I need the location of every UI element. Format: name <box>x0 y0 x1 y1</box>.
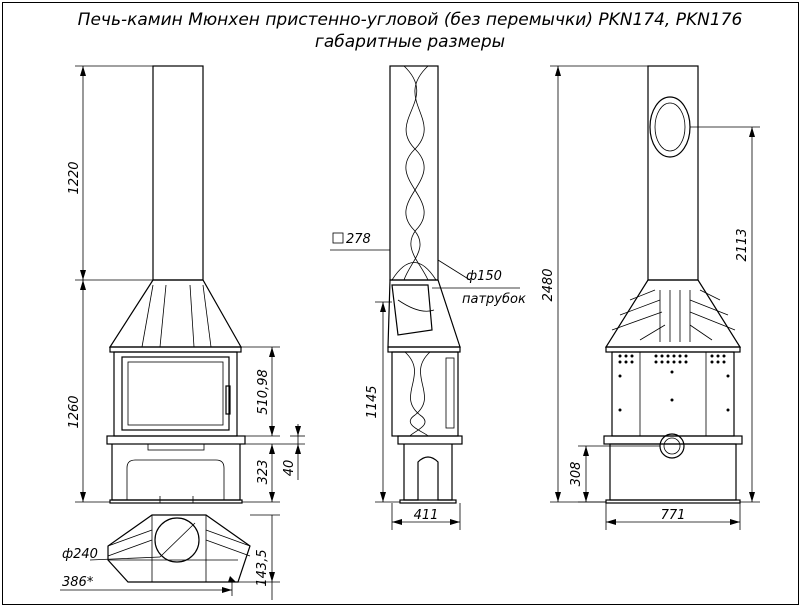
rear-dimensions <box>550 65 760 530</box>
dim-top-depth: 386* <box>62 575 94 590</box>
top-view <box>60 514 280 600</box>
side-dimensions <box>330 232 520 530</box>
dim-side-height: 1145 <box>365 385 380 418</box>
dim-front-chimney-height: 1220 <box>67 161 82 194</box>
dim-side-width: 411 <box>414 508 439 523</box>
dim-rear-bottom-outlet-height: 308 <box>569 462 584 487</box>
dim-front-base-step: 40 <box>282 460 297 477</box>
dim-side-pipe-label: патрубок <box>462 292 526 307</box>
dim-top-diameter: ф240 <box>62 547 98 562</box>
front-view <box>106 65 246 504</box>
rear-view <box>603 65 743 504</box>
dim-rear-total-height: 2480 <box>541 268 556 301</box>
title-line-2: габаритные размеры <box>315 32 505 52</box>
dim-side-pipe-diameter: ф150 <box>466 269 502 284</box>
dim-front-body-height: 1260 <box>67 395 82 428</box>
front-dimensions <box>75 65 305 503</box>
dim-rear-width: 771 <box>661 508 686 523</box>
title-line-1: Печь-камин Мюнхен пристенно-угловой (без… <box>78 10 743 30</box>
side-view <box>387 65 463 504</box>
dim-front-base-height: 323 <box>256 460 271 485</box>
dim-rear-outlet-height: 2113 <box>735 228 750 261</box>
dim-top-offset: 143,5 <box>255 549 270 586</box>
dim-side-square-pipe: 278 <box>346 232 371 247</box>
dim-front-glass-height: 510,98 <box>256 369 271 415</box>
